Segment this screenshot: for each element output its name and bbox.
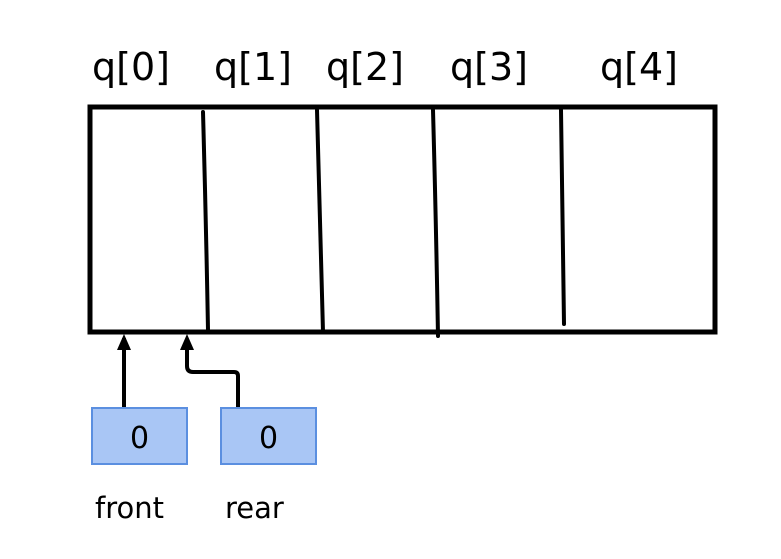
cell-divider-4 (559, 108, 566, 326)
rear-value-box (220, 407, 317, 465)
cell-dividers (201, 108, 566, 338)
rear-label: rear (225, 491, 284, 525)
front-value-box (91, 407, 188, 465)
array-outline (87, 104, 718, 335)
index-labels: q[0] q[1] q[2] q[3] q[4] (92, 45, 678, 89)
index-label-0: q[0] (92, 45, 170, 89)
front-value: 0 (130, 421, 149, 456)
index-label-3: q[3] (450, 45, 528, 89)
rear-arrow (185, 340, 240, 408)
front-pointer-box: 0 (91, 407, 188, 465)
cell-divider-2 (315, 108, 325, 334)
front-arrowhead (117, 334, 131, 350)
rear-pointer-box: 0 (220, 407, 317, 465)
rear-value: 0 (259, 421, 278, 456)
index-label-2: q[2] (326, 45, 404, 89)
cell-divider-1 (201, 110, 210, 332)
front-label: front (95, 491, 164, 525)
cell-divider-3 (431, 108, 440, 338)
index-label-4: q[4] (600, 45, 678, 89)
index-label-1: q[1] (214, 45, 292, 89)
rear-arrowhead (180, 334, 194, 350)
